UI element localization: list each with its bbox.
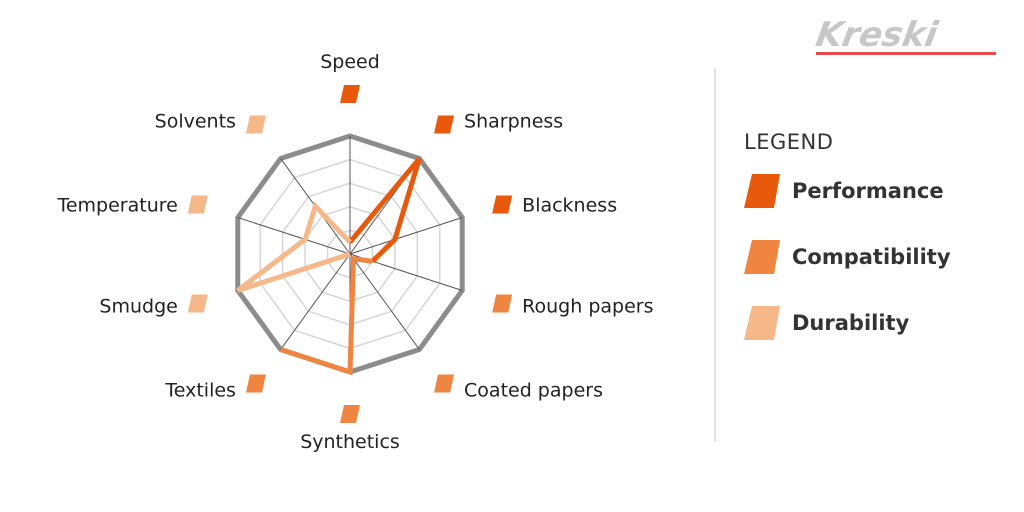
logo-underline (816, 52, 996, 55)
logo-text: Kreski (814, 15, 942, 55)
radar-series (236, 156, 422, 376)
axis-marker-7 (187, 294, 208, 313)
radar-spoke (237, 217, 351, 255)
axis-label-4: Coated papers (464, 379, 603, 401)
axis-marker-0 (340, 85, 360, 103)
legend-item-durability: Durability (744, 306, 951, 340)
axis-marker-2 (492, 195, 513, 214)
axis-marker-1 (434, 115, 455, 134)
axis-label-5: Synthetics (300, 431, 400, 453)
legend-swatch-shape (744, 240, 780, 274)
legend-label-durability: Durability (792, 311, 910, 335)
radar-spoke (349, 253, 420, 350)
series-line-0 (348, 156, 422, 264)
axis-marker-6 (245, 374, 266, 393)
axis-label-1: Sharpness (464, 111, 563, 133)
axis-marker-3 (492, 294, 513, 313)
legend-title: LEGEND (744, 130, 834, 154)
axis-marker-9 (245, 115, 266, 134)
axis-label-7: Smudge (99, 295, 177, 317)
series-line-2 (236, 201, 352, 293)
legend-item-compatibility: Compatibility (744, 240, 951, 274)
radar-spoke (280, 253, 351, 350)
axis-marker-4 (434, 374, 455, 393)
axis-marker-8 (187, 195, 208, 214)
axis-label-8: Temperature (56, 195, 177, 217)
legend-label-performance: Performance (792, 179, 944, 203)
axis-label-3: Rough papers (522, 295, 653, 317)
divider (714, 68, 716, 442)
legend-swatch-durability-icon (744, 306, 780, 340)
axis-label-6: Textiles (164, 379, 236, 401)
series-line-1 (279, 255, 373, 376)
legend-item-performance: Performance (744, 174, 951, 208)
legend-swatch-shape (744, 174, 780, 208)
legend-swatch-shape (744, 306, 780, 340)
legend: LEGEND Performance Compatibility Durabil… (744, 130, 951, 372)
axis-marker-5 (340, 405, 360, 423)
legend-label-compatibility: Compatibility (792, 245, 951, 269)
axis-label-9: Solvents (155, 111, 236, 133)
axis-label-0: Speed (320, 51, 380, 73)
legend-swatch-performance-icon (744, 174, 780, 208)
axis-markers (187, 85, 513, 423)
axis-label-2: Blackness (522, 195, 617, 217)
kreski-logo: Kreski (814, 15, 996, 55)
radar-spoke (349, 217, 463, 255)
legend-swatch-compatibility-icon (744, 240, 780, 274)
